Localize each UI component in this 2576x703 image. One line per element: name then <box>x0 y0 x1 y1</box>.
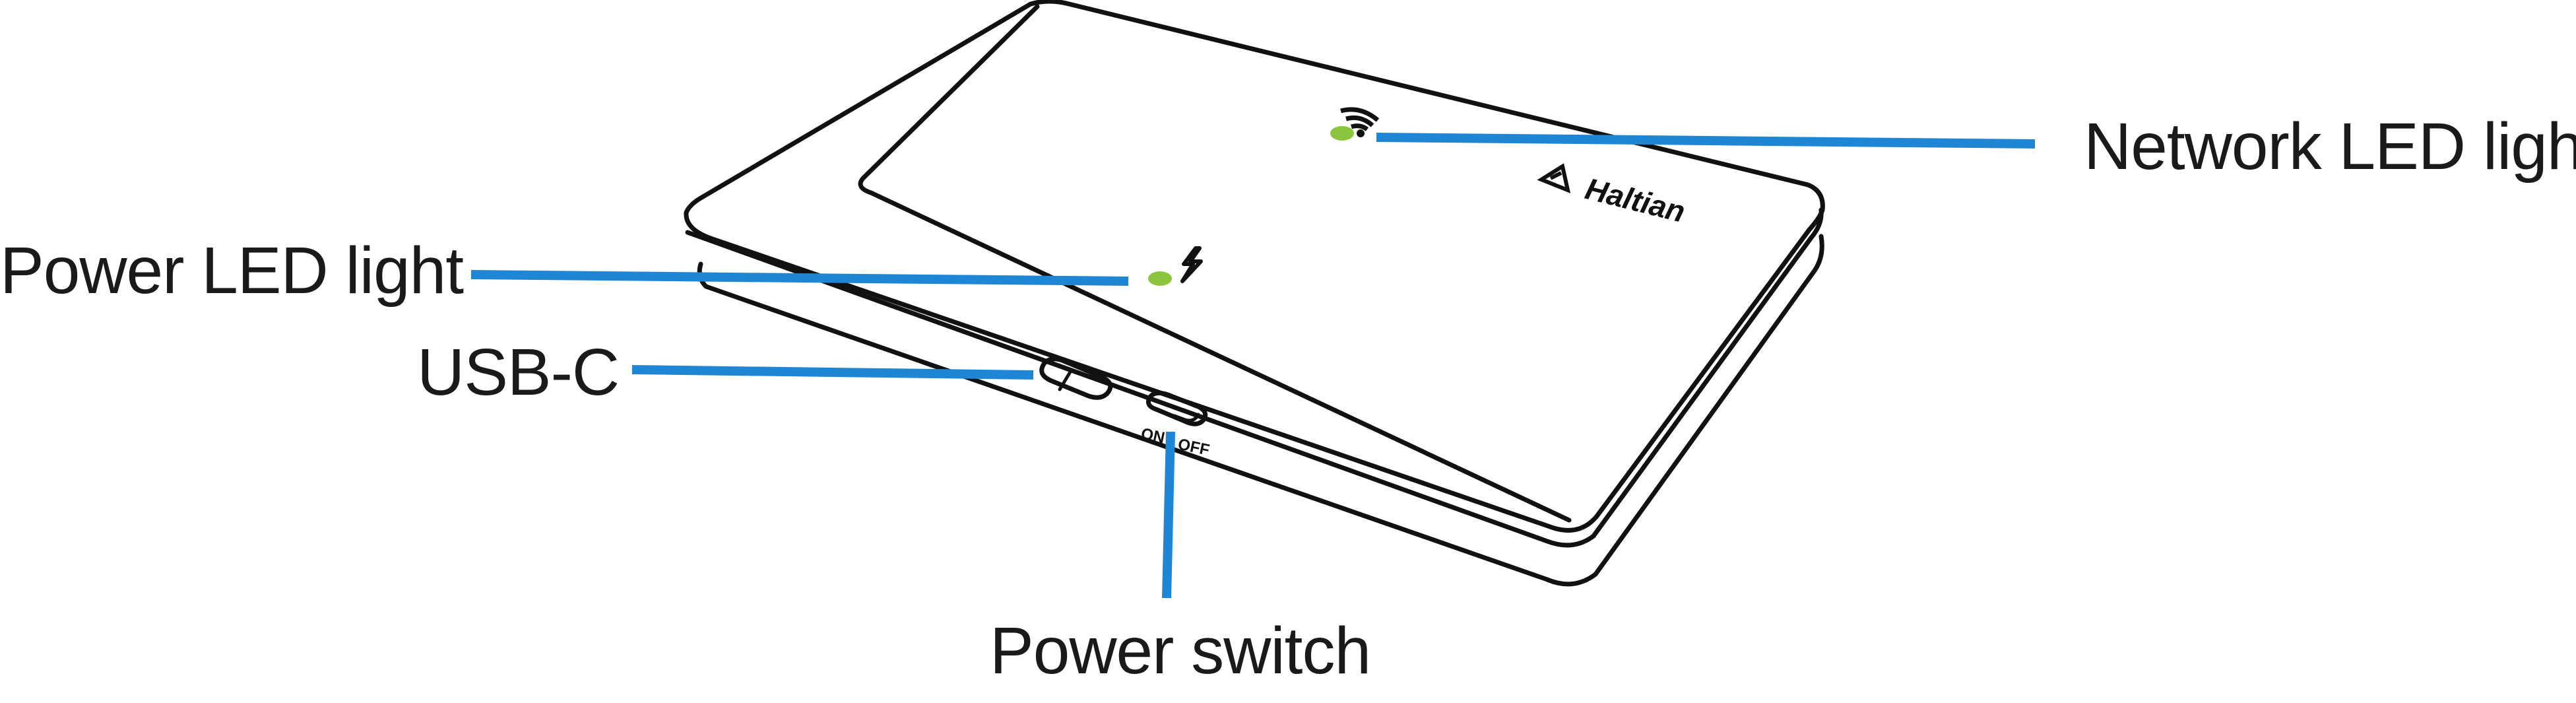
network-led-label: Network LED light <box>2084 110 2576 184</box>
usb-c-port-shape <box>1039 356 1113 400</box>
power-switch-label: Power switch <box>990 614 1371 688</box>
haltian-brand-text: Haltian <box>1582 171 1689 229</box>
haltian-logo <box>1537 163 1571 193</box>
device-bottom-layer <box>697 234 1824 587</box>
usb-c-leader-line <box>631 365 1034 380</box>
device-middle-layer <box>685 207 1824 548</box>
usb-c-label: USB-C <box>417 335 620 409</box>
lightning-icon <box>1180 246 1203 283</box>
power-switch-shape <box>1145 390 1208 426</box>
switch-off-label: OFF <box>1176 435 1211 459</box>
switch-on-label: ON <box>1140 424 1167 447</box>
power-switch-leader-line <box>1162 431 1175 599</box>
wifi-icon <box>1340 107 1380 137</box>
network-led-leader-line <box>1376 133 2036 149</box>
device-inner-panel <box>858 4 1572 523</box>
power-led-dot <box>1148 271 1172 286</box>
device-top-plate <box>684 0 1825 533</box>
network-led-dot <box>1330 126 1354 141</box>
power-led-leader-line <box>470 270 1129 286</box>
power-led-label: Power LED light <box>0 234 464 308</box>
